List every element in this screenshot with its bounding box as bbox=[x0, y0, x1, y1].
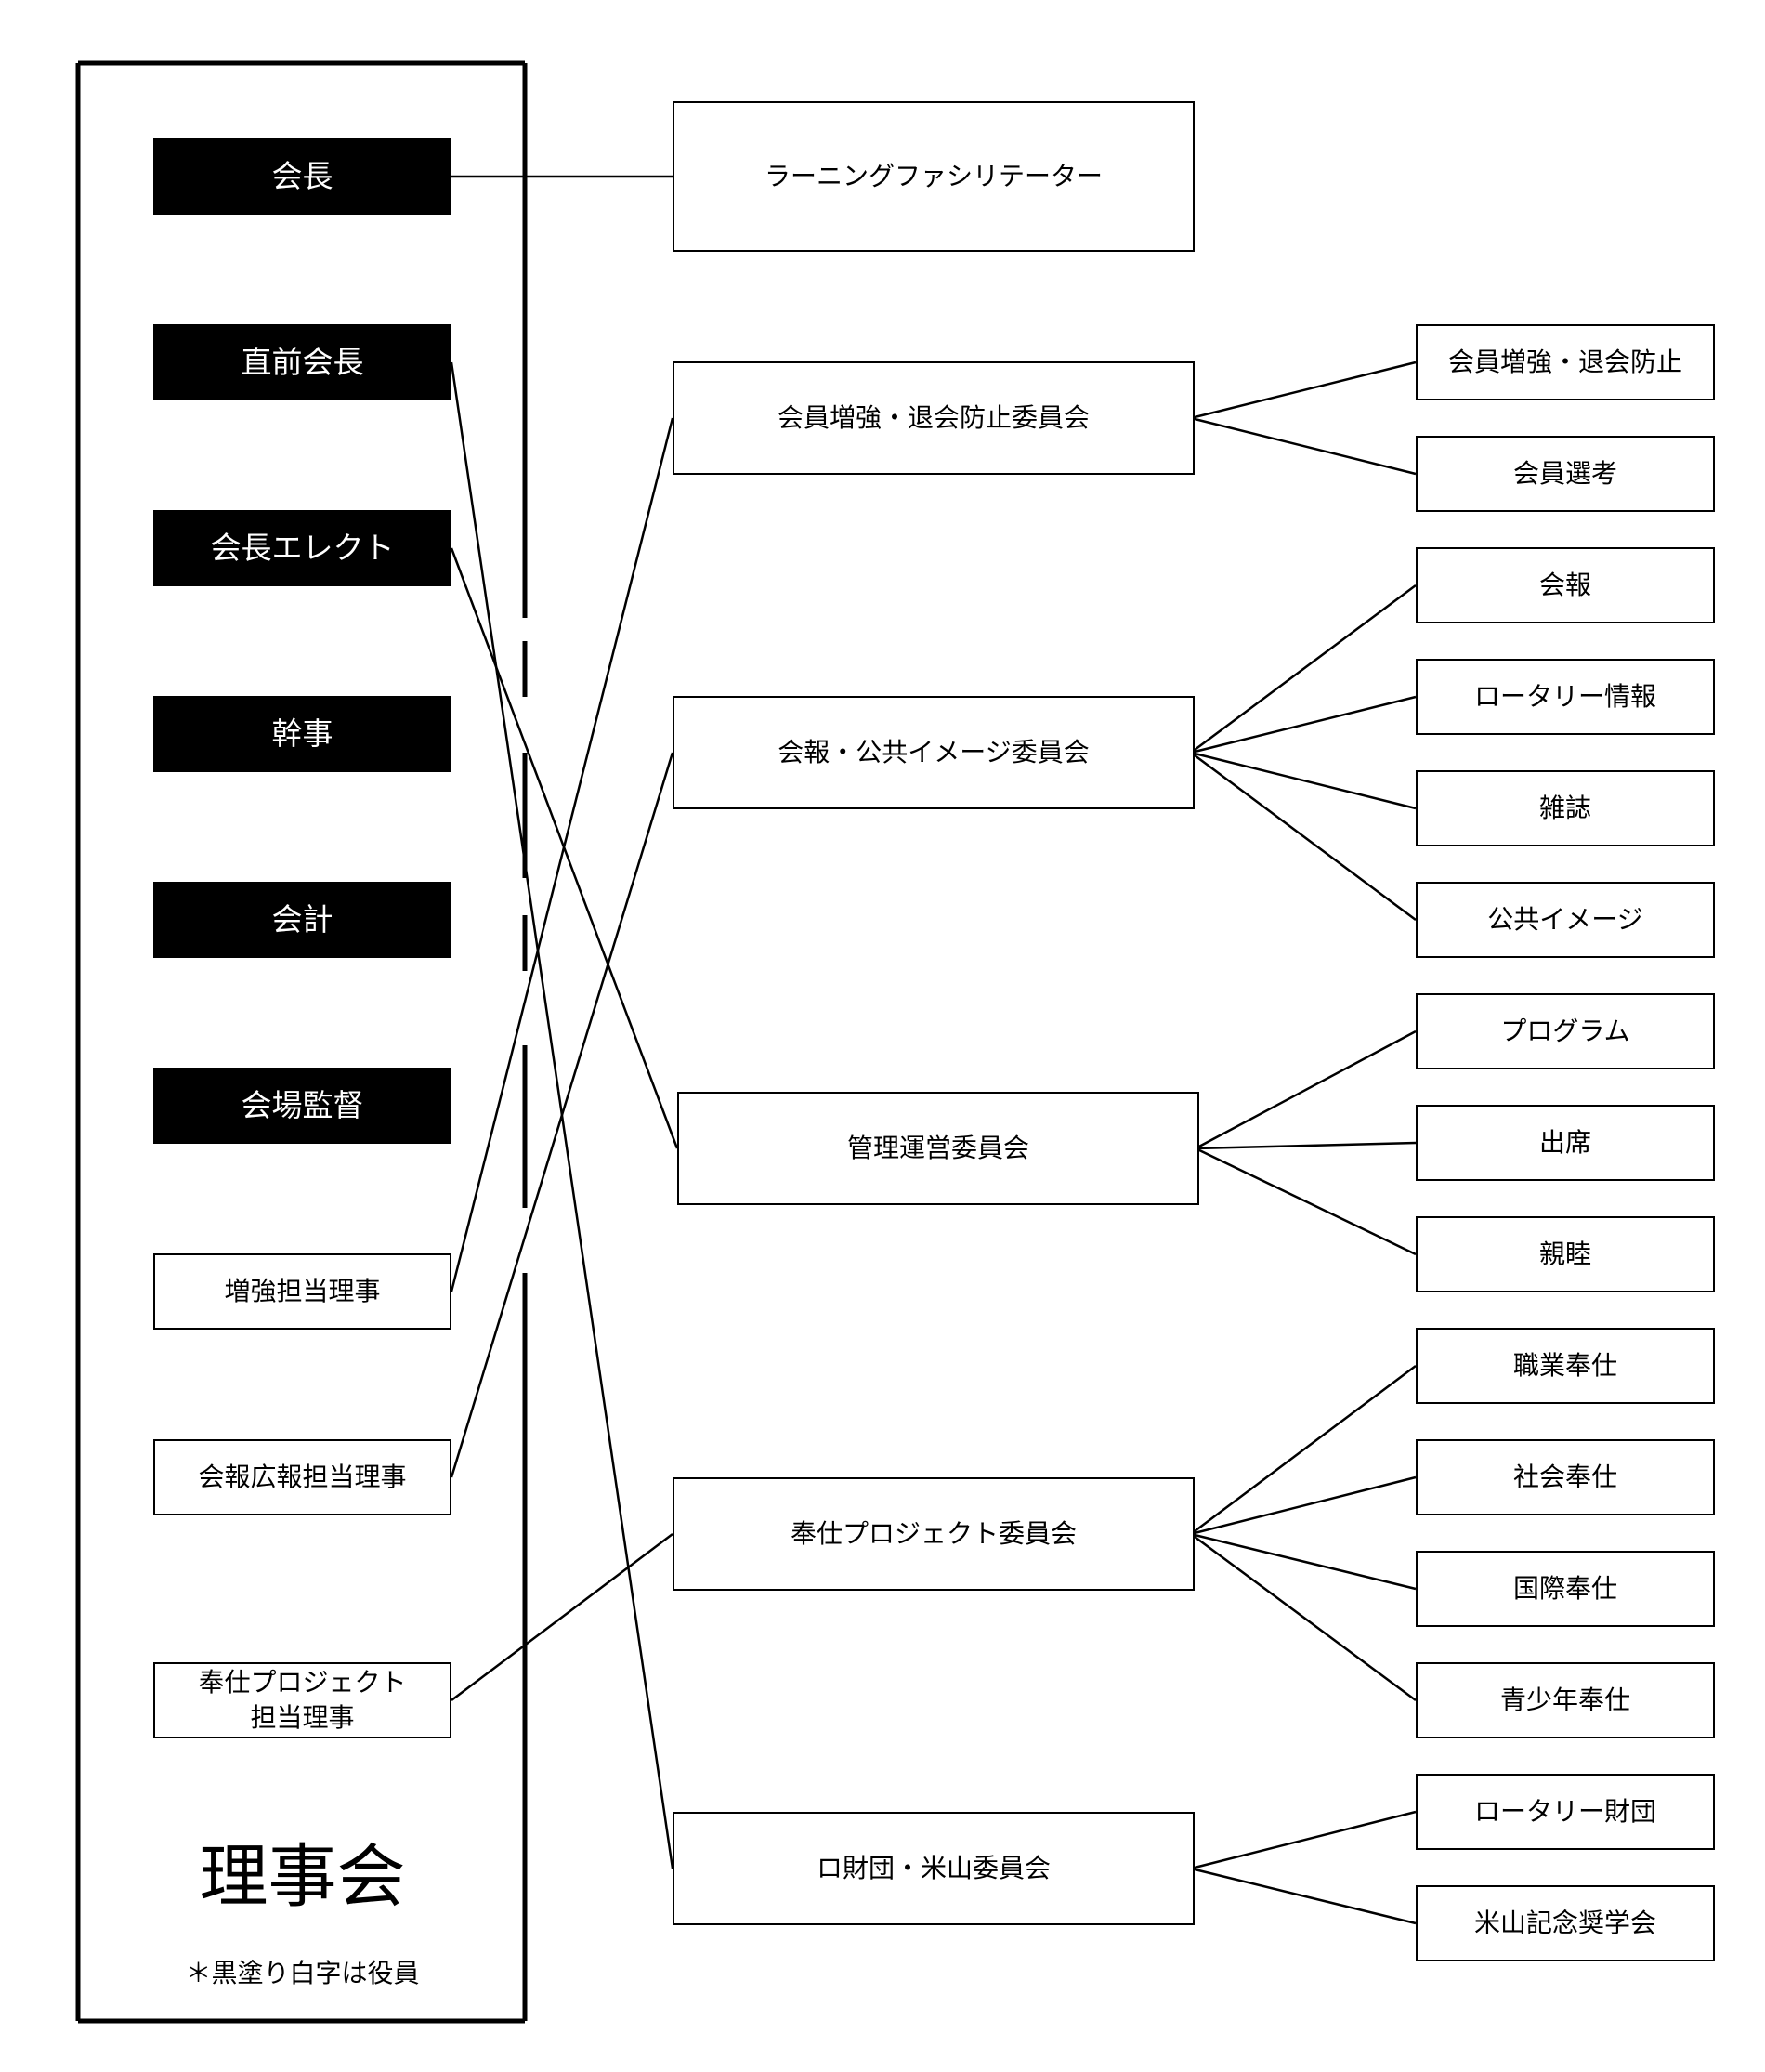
committee-administration: 管理運営委員会 bbox=[677, 1092, 1199, 1205]
subcommittee-attendance: 出席 bbox=[1416, 1105, 1715, 1181]
subcommittee-international-service: 国際奉仕 bbox=[1416, 1551, 1715, 1627]
officer-treasurer: 会計 bbox=[153, 882, 451, 958]
committee-service-projects: 奉仕プロジェクト委員会 bbox=[673, 1477, 1195, 1591]
subcommittee-vocational-service: 職業奉仕 bbox=[1416, 1328, 1715, 1404]
committee-foundation-yoneyama: ロ財団・米山委員会 bbox=[673, 1812, 1195, 1925]
subcommittee-community-service: 社会奉仕 bbox=[1416, 1439, 1715, 1515]
subcommittee-yoneyama-scholarship: 米山記念奨学会 bbox=[1416, 1885, 1715, 1961]
subcommittee-magazine: 雑誌 bbox=[1416, 770, 1715, 846]
officer-president: 会長 bbox=[153, 138, 451, 215]
subcommittee-rotary-foundation: ロータリー財団 bbox=[1416, 1774, 1715, 1850]
director-public-relations: 会報広報担当理事 bbox=[153, 1439, 451, 1515]
officer-secretary: 幹事 bbox=[153, 696, 451, 772]
director-service-projects: 奉仕プロジェクト 担当理事 bbox=[153, 1662, 451, 1738]
officer-sergeant-at-arms: 会場監督 bbox=[153, 1068, 451, 1144]
subcommittee-fellowship: 親睦 bbox=[1416, 1216, 1715, 1292]
committee-membership: 会員増強・退会防止委員会 bbox=[673, 361, 1195, 475]
subcommittee-program: プログラム bbox=[1416, 993, 1715, 1069]
subcommittee-bulletin: 会報 bbox=[1416, 547, 1715, 623]
committee-public-image: 会報・公共イメージ委員会 bbox=[673, 696, 1195, 809]
officer-president-elect: 会長エレクト bbox=[153, 510, 451, 586]
director-membership: 増強担当理事 bbox=[153, 1253, 451, 1330]
subcommittee-member-selection: 会員選考 bbox=[1416, 436, 1715, 512]
board-note: ＊黒塗り白字は役員 bbox=[185, 1958, 420, 1988]
subcommittee-membership-growth: 会員増強・退会防止 bbox=[1416, 324, 1715, 400]
subcommittee-public-image: 公共イメージ bbox=[1416, 882, 1715, 958]
officer-past-president: 直前会長 bbox=[153, 324, 451, 400]
subcommittee-rotary-information: ロータリー情報 bbox=[1416, 659, 1715, 735]
learning-facilitator: ラーニングファシリテーター bbox=[673, 101, 1195, 252]
subcommittee-youth-service: 青少年奉仕 bbox=[1416, 1662, 1715, 1738]
board-title: 理事会 bbox=[199, 1837, 406, 1917]
